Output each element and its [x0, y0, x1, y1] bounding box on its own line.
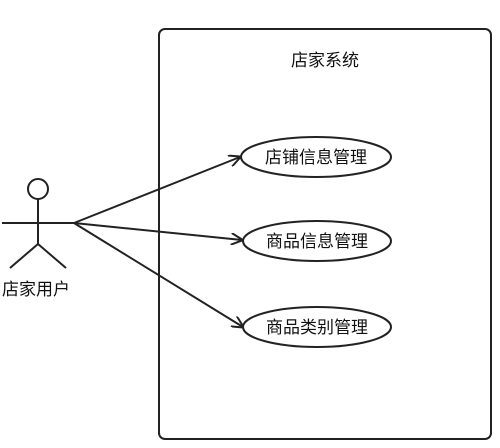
use-case-1[interactable]: 店铺信息管理: [240, 136, 392, 178]
actor-leg-left: [9, 243, 39, 269]
use-case-3-shape: [242, 306, 392, 348]
use-case-1-shape: [240, 136, 392, 178]
association-arrow-3: [73, 222, 243, 327]
use-case-3-label: 商品类别管理: [266, 318, 368, 338]
use-case-2-label: 商品信息管理: [266, 232, 368, 252]
use-case-1-label: 店铺信息管理: [265, 148, 367, 168]
use-case-2[interactable]: 商品信息管理: [242, 220, 392, 262]
use-case-3[interactable]: 商品类别管理: [242, 306, 392, 348]
system-title: 店家系统: [291, 51, 359, 71]
association-arrow-1: [73, 157, 240, 224]
actor-name: 店家用户: [2, 280, 70, 300]
use-case-2-shape: [242, 220, 392, 262]
association-arrow-2: [73, 222, 242, 240]
actor-head: [27, 178, 49, 200]
actor-leg-right: [37, 243, 67, 269]
actor-figure: [2, 178, 74, 269]
